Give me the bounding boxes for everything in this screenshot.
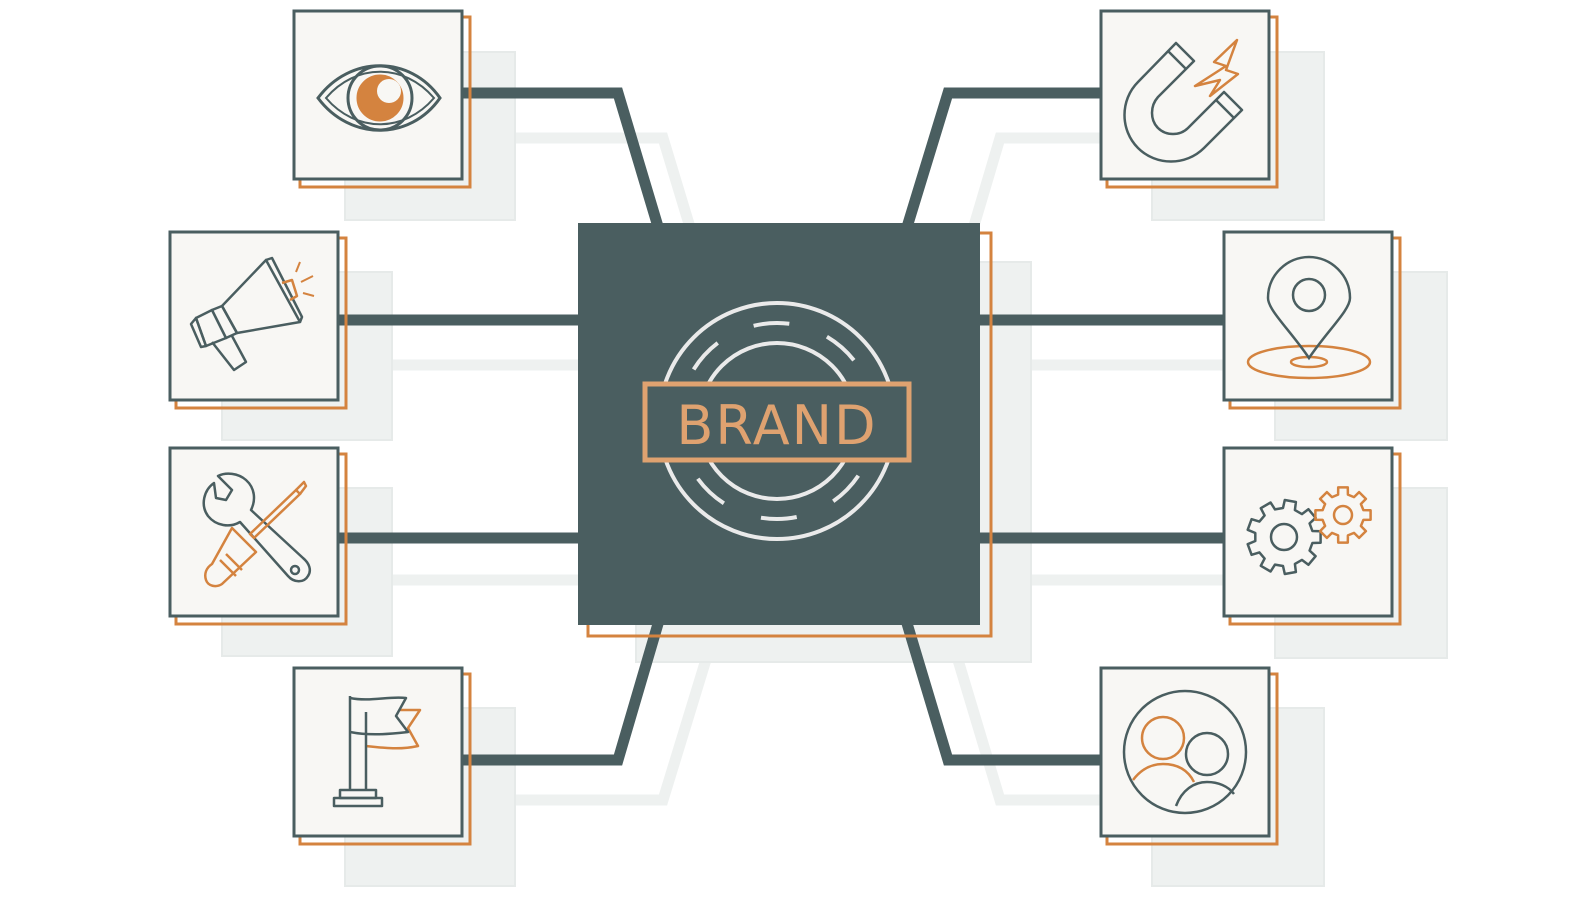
gear-small-outline — [1314, 486, 1372, 544]
brand-center: BRAND — [578, 223, 993, 638]
connector-people — [894, 598, 1105, 766]
connector-flag — [462, 598, 671, 766]
megaphone-sound-icon — [295, 261, 315, 297]
node-location[interactable] — [1222, 230, 1402, 410]
eye-icon — [316, 64, 442, 132]
connector-lines — [338, 87, 1228, 766]
connector-eye — [462, 87, 671, 252]
gear-big-hub — [1269, 522, 1299, 552]
gear-icon — [1246, 498, 1322, 576]
gear-small-hub — [1332, 504, 1354, 526]
brand-label-box — [642, 381, 912, 463]
location-pin-icon — [1246, 255, 1372, 380]
magnet-icon — [1123, 41, 1244, 163]
node-eye[interactable] — [292, 9, 472, 189]
lightning-icon — [1193, 38, 1240, 98]
wrench-icon — [202, 472, 312, 583]
brand-label: BRAND — [676, 394, 877, 457]
node-gears[interactable] — [1222, 446, 1402, 626]
node-people[interactable] — [1099, 666, 1279, 846]
node-tools[interactable] — [168, 446, 348, 626]
node-flag[interactable] — [292, 666, 472, 846]
gear-small-icon — [1314, 486, 1372, 544]
connector-magnet — [894, 87, 1105, 252]
megaphone-icon — [189, 256, 304, 372]
flag-icon — [332, 696, 422, 808]
screwdriver-icon — [204, 480, 308, 588]
people-icon — [1122, 689, 1248, 815]
gear-big-outline — [1246, 498, 1322, 576]
node-magnet[interactable] — [1099, 9, 1279, 189]
node-megaphone[interactable] — [168, 230, 348, 410]
